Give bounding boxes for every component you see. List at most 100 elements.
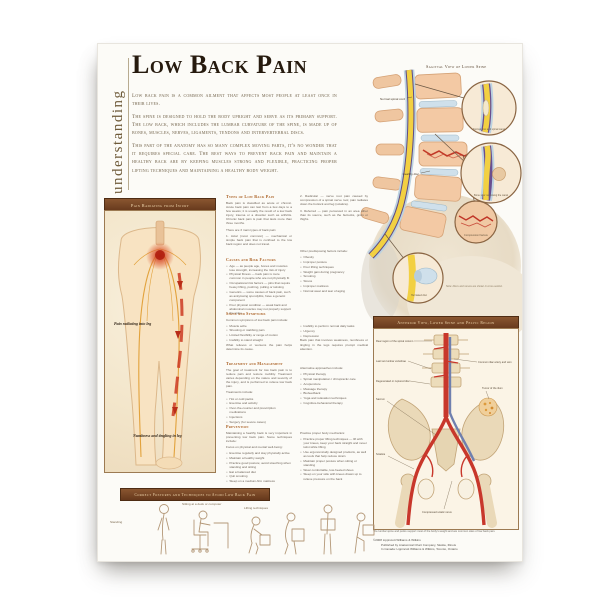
bullet-item: Spinal manipulation / chiropractic care xyxy=(300,377,368,381)
bullet-item: Hot or cold packs xyxy=(226,397,292,401)
bullet-item: Normal wear and tear of aging xyxy=(300,289,368,293)
section-types-continued: 2. Radicular — nerve root pain caused by… xyxy=(300,194,368,221)
section-heading: Prevention xyxy=(226,424,249,429)
bullet-item: Urgency xyxy=(300,329,368,333)
label: Common iliac artery and vein xyxy=(478,360,512,364)
label: Last two lumbar vertebrae xyxy=(376,359,407,363)
healthy-disc-label: Healthy disc xyxy=(403,172,420,176)
section-causes-other: Other predisposing factors include: Obes… xyxy=(300,249,368,294)
bullet-item: Acupuncture xyxy=(300,382,368,386)
inset-bone-spur: Bone spur narrowing the canal xyxy=(460,142,522,204)
bullet-item: Eat a balanced diet xyxy=(226,470,292,474)
anterior-caption: The lumbar spine and pelvis support most… xyxy=(373,530,496,533)
section-treatment: Treatment and Management The goal of tre… xyxy=(226,361,292,425)
sitting-label: Sitting at a desk or computer xyxy=(182,502,221,506)
copyright-line: ©2008 Lippincott Williams & Wilkins xyxy=(373,538,421,542)
bullet-item: Massage therapy xyxy=(300,387,368,391)
bullet-item: Poor lifting techniques xyxy=(300,265,368,269)
bullet-item: Cognitive-behavioral therapy xyxy=(300,401,368,405)
bullet-item: Improper posture xyxy=(300,260,368,264)
kicker-vertical-text: understanding xyxy=(110,89,126,194)
bullet-item: Practice proper lifting techniques — lif… xyxy=(300,437,368,449)
label: Rear region of the spinal column xyxy=(376,339,414,343)
bullet-item: Muscle ache xyxy=(226,324,292,328)
intro-paragraph: This part of the anatomy has so many com… xyxy=(132,143,337,174)
inset-caption: Compression fracture xyxy=(464,234,489,237)
bullet-item: Practice good posture; avoid slouching w… xyxy=(226,461,292,469)
sagittal-title: Sagittal View of Lower Spine xyxy=(426,64,487,69)
bullet-item: Physical therapy xyxy=(300,372,368,376)
standing-label: Standing xyxy=(110,520,122,524)
bullet-item: Smoking xyxy=(300,274,368,278)
bullet-item: Physical fitness — back pain is more com… xyxy=(226,272,292,280)
bullet-item: Surgery (for severe cases) xyxy=(226,420,292,424)
bullet-item: Maintain proper posture when sitting or … xyxy=(300,459,368,467)
section-heading: Causes and Risk Factors xyxy=(226,257,276,262)
posture-figures: Standing Sitting at a desk or computer L… xyxy=(110,502,375,555)
poster-title: Low Back Pain xyxy=(132,50,308,79)
bullet-item: Obesity xyxy=(300,255,368,259)
pelvis-bones xyxy=(387,334,505,528)
distribution-line: In Canada: Lippincott Williams & Wilkins… xyxy=(381,547,458,551)
inset-compression-fracture: Compression fracture xyxy=(454,200,498,244)
section-heading: Types of Low Back Pain xyxy=(226,194,275,199)
sagittal-spine-illustration: Sagittal View of Lower Spine xyxy=(360,64,522,348)
bullet-item: Exercise and activity xyxy=(226,401,292,405)
bullet-item: Weight gain during pregnancy xyxy=(300,270,368,274)
poster: understanding Low Back Pain Low back pai… xyxy=(97,43,523,562)
pain-radiating-label: Pain radiating into leg xyxy=(114,321,151,326)
section-symptoms-right: Inability to perform normal daily tasks … xyxy=(300,324,368,353)
bullet-item: Genetics — some causes of back pain, suc… xyxy=(226,290,292,302)
publisher-block: ©2008 Lippincott Williams & Wilkins Publ… xyxy=(373,538,519,552)
section-prevention: Prevention Maintaining a healthy back is… xyxy=(226,424,292,484)
spinal-cord-label: Normal spinal cord xyxy=(380,97,405,101)
bullet-item: Injections xyxy=(226,415,292,419)
intro-paragraph: The spine is designed to hold the body u… xyxy=(132,114,337,137)
leg-pain-illustration: Pain radiating into leg Numbness and tin… xyxy=(114,220,201,470)
anterior-panel-box: Rear region of the spinal column Last tw… xyxy=(373,328,519,530)
section-causes: Causes and Risk Factors Age — as people … xyxy=(226,257,292,316)
publisher-line: Published by Anatomical Chart Company, S… xyxy=(381,542,456,547)
bullet-item: Depression xyxy=(300,334,368,338)
label: Sciatica xyxy=(376,452,386,456)
figure-standing xyxy=(157,504,170,555)
figure-squat-carry xyxy=(284,512,305,555)
pain-panel-box: Pain radiating into leg Numbness and tin… xyxy=(104,210,216,473)
bullet-item: Exercise regularly and stay physically a… xyxy=(226,451,292,455)
figure-squat-lift xyxy=(248,516,271,555)
bullet-item: Improper mattress xyxy=(300,284,368,288)
bullet-item: Sleep on your side with knees drawn up t… xyxy=(300,472,368,480)
bullet-item: Use ergonomically designed products, as … xyxy=(300,450,368,458)
bullet-item: Poor physical condition — weak back and … xyxy=(226,303,292,315)
masthead-divider xyxy=(128,58,129,190)
inset-caption: Normal disc and spinal canal xyxy=(473,128,505,131)
text-columns: Types of Low Back Pain Back pain is clas… xyxy=(226,194,368,486)
numbness-label: Numbness and tingling in leg xyxy=(132,433,182,438)
postures-header: Correct Postures and Techniques to Avoid… xyxy=(120,488,270,501)
tumor-of-ilium xyxy=(478,397,498,417)
bullet-item: Stress xyxy=(300,279,368,283)
section-symptoms: Signs and Symptoms Common symptoms of lo… xyxy=(226,311,292,353)
blood-vessels xyxy=(406,333,486,526)
lifting-label: Lifting techniques xyxy=(244,506,269,510)
bullet-item: Quit smoking xyxy=(226,474,292,478)
bullet-item: Sleep on a medium-firm mattress xyxy=(226,479,292,483)
bullet-item: Inability to perform normal daily tasks xyxy=(300,324,368,328)
bullet-item: Occupational risk factors — jobs that re… xyxy=(226,281,292,289)
pain-hotspot xyxy=(146,242,174,270)
bullet-item: Age — as people age, bones and muscles l… xyxy=(226,264,292,272)
compression-fracture-crack xyxy=(422,149,473,159)
figure-sitting-desk xyxy=(191,510,229,553)
figure-standing-carry xyxy=(320,504,336,555)
bullet-item: Wear comfortable, low-heeled shoes xyxy=(300,468,368,472)
intro-paragraph: Low back pain is a common ailment that a… xyxy=(132,93,337,108)
anterior-labels: Rear region of the spinal column Last tw… xyxy=(376,339,512,514)
bullet-item: Yoga and relaxation techniques xyxy=(300,396,368,400)
inset-normal-canal: Normal disc and spinal canal xyxy=(461,80,517,136)
label: Sacrum xyxy=(376,397,385,401)
spinal-canal xyxy=(367,69,417,260)
bullet-item: Limited flexibility or range of motion xyxy=(226,333,292,337)
bullet-item: Biofeedback xyxy=(300,391,368,395)
label: Degenerated or ruptured disc xyxy=(376,379,410,383)
